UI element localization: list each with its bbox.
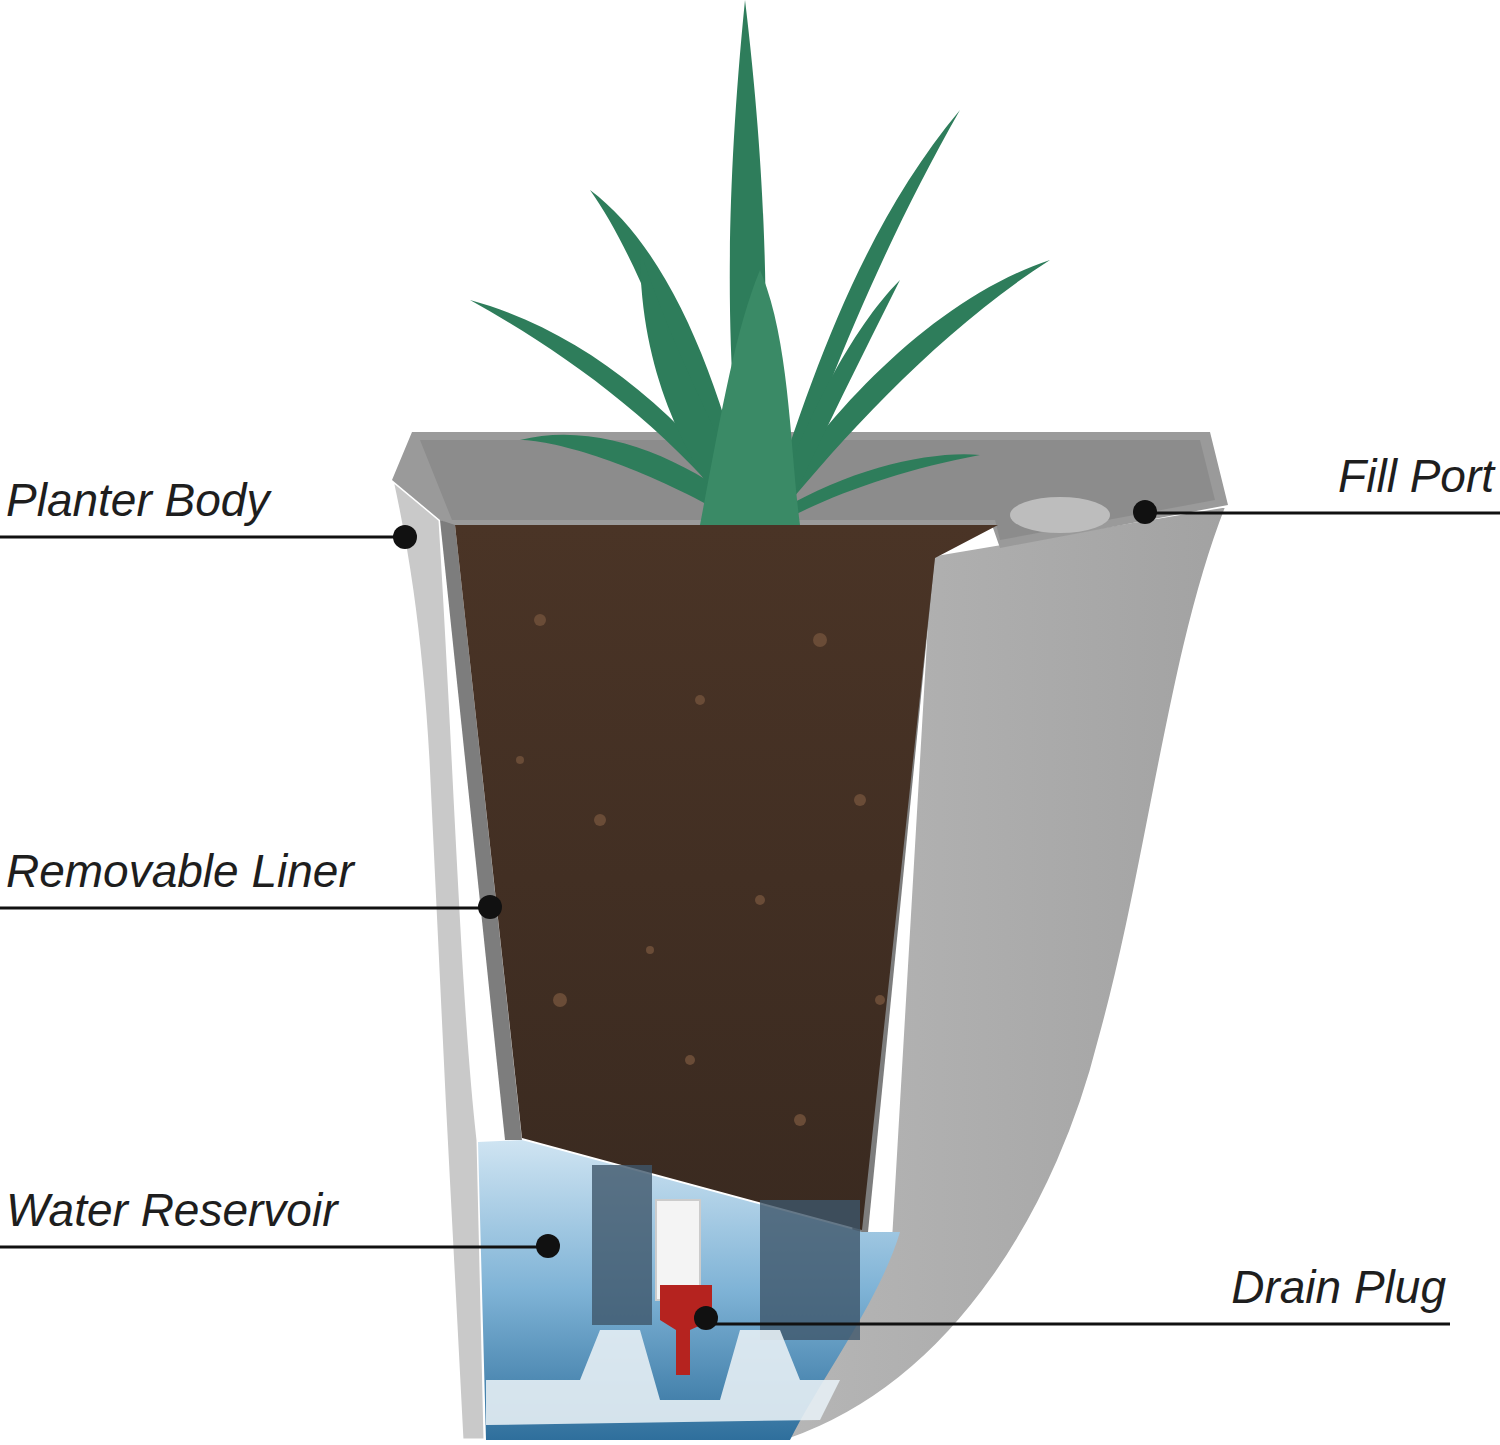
leader-lines — [0, 500, 1500, 1330]
fill-port — [1010, 497, 1110, 533]
plant — [470, 0, 1050, 525]
leader-dot — [393, 525, 417, 549]
liner-foot — [760, 1200, 860, 1340]
leader-dot — [694, 1306, 718, 1330]
planter-drawing — [392, 432, 1228, 1440]
part-label: Water Reservoir — [6, 1187, 337, 1233]
drain-plug — [660, 1285, 712, 1375]
leader-line — [1145, 512, 1500, 515]
leader-dot — [478, 895, 502, 919]
part-label: Drain Plug — [1231, 1264, 1446, 1310]
reservoir-floor — [486, 1330, 840, 1425]
liner-foot — [592, 1165, 652, 1325]
soil — [455, 525, 998, 1230]
soil-grain — [516, 614, 885, 1126]
leader-line — [0, 536, 405, 539]
part-label: Planter Body — [6, 477, 269, 523]
leader-dot — [1133, 500, 1157, 524]
leader-line — [0, 907, 490, 910]
leader-line — [0, 1246, 548, 1249]
water-reservoir — [478, 1140, 900, 1440]
leader-line — [706, 1323, 1450, 1326]
leader-dot — [536, 1234, 560, 1258]
part-label: Removable Liner — [6, 848, 354, 894]
part-label: Fill Port — [1338, 453, 1494, 499]
